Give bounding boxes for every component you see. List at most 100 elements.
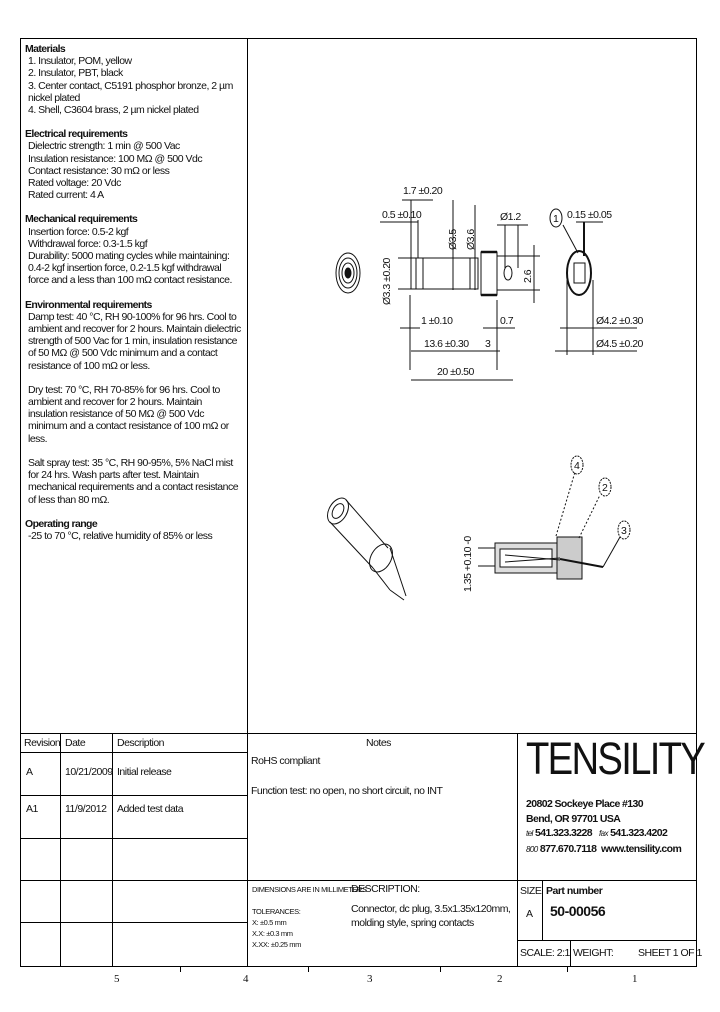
callout-2: 2 [598, 477, 612, 497]
revision-cell: A1 [26, 803, 38, 815]
dim-label: Ø4.5 ±0.20 [596, 338, 644, 350]
operating-section: Operating range -25 to 70 °C, relative h… [25, 518, 243, 542]
svg-text:1: 1 [553, 213, 559, 225]
website: www.tensility.com [600, 842, 682, 855]
size-value: A [526, 908, 533, 920]
divider [20, 880, 697, 881]
zone-tick [308, 967, 309, 972]
technical-drawing: 1 4 2 3 1.7 ±0.20 0.5 ±0.10 Ø3.5 Ø3.6 Ø1… [327, 185, 644, 601]
spec-line: 2. Insulator, PBT, black [28, 67, 123, 80]
isometric-view [327, 497, 407, 601]
date-header: Date [65, 737, 86, 749]
spec-line: Dry test: 70 °C, RH 70-85% for 96 hrs. C… [28, 383, 229, 445]
section-title: Operating range [25, 517, 98, 530]
notes-title: Notes [366, 737, 391, 749]
zone-tick [440, 967, 441, 972]
materials-section: Materials 1. Insulator, POM, yellow 2. I… [25, 43, 243, 116]
units-note: DIMENSIONS ARE IN MILLIMETERS [252, 885, 367, 894]
address-line: 20802 Sockeye Place #130 [526, 798, 644, 810]
description-line: molding style, spring contacts [351, 917, 474, 929]
svg-text:4: 4 [574, 460, 580, 472]
zone-label: 1 [632, 973, 638, 985]
side-view [380, 199, 540, 381]
company-logo: TENSILITY [526, 733, 706, 784]
part-number-label: Part number [546, 885, 603, 897]
tel-label: tel [526, 829, 533, 838]
dim-label: 1.35 +0.10 -0 [462, 536, 474, 592]
front-view [555, 221, 637, 355]
end-view [335, 252, 361, 294]
divider [20, 922, 247, 923]
section-title: Environmental requirements [25, 298, 152, 311]
electrical-section: Electrical requirements Dielectric stren… [25, 128, 243, 201]
spec-line: -25 to 70 °C, relative humidity of 85% o… [28, 529, 213, 542]
spec-line: Rated current: 4 A [28, 189, 104, 202]
fax-label: fax [598, 829, 608, 838]
dim-label: Ø4.2 ±0.30 [596, 315, 644, 327]
divider [20, 733, 697, 734]
spec-line: Contact resistance: 30 mΩ or less [28, 164, 170, 177]
date-cell: 10/21/2009 [65, 766, 113, 778]
specifications-panel: Materials 1. Insulator, POM, yellow 2. I… [25, 43, 243, 554]
dim-label: 3 [485, 338, 491, 350]
description-header: Description [117, 737, 165, 749]
divider [20, 795, 247, 796]
divider [20, 752, 247, 753]
tolerance-line: X: ±0.5 mm [252, 918, 287, 927]
dim-label: Ø3.3 ±0.20 [381, 257, 393, 305]
callout-3: 3 [617, 520, 631, 540]
description-title: DESCRIPTION: [351, 883, 420, 895]
address-line: Bend, OR 97701 USA [526, 812, 621, 825]
divider [517, 940, 697, 941]
scale: SCALE: 2:1 [520, 947, 570, 959]
dim-label: Ø3.5 [447, 229, 459, 250]
dim-label: 2.6 [522, 269, 534, 283]
spec-line: Rated voltage: 20 Vdc [28, 177, 121, 190]
tel: 541.323.3228 [534, 827, 593, 839]
divider [60, 733, 61, 967]
spec-line: Durability: 5000 mating cycles while mai… [28, 250, 232, 287]
note-line: RoHS compliant [251, 755, 320, 767]
spec-line: 3. Center contact, C5191 phosphor bronze… [28, 79, 233, 104]
spec-line: Insertion force: 0.5-2 kgf [28, 225, 129, 238]
spec-line: Insulation resistance: 100 MΩ @ 500 Vdc [28, 152, 203, 165]
spec-line: 1. Insulator, POM, yellow [28, 55, 132, 68]
date-cell: 11/9/2012 [65, 803, 107, 815]
sheet: SHEET 1 OF 1 [638, 947, 702, 959]
zone-label: 4 [243, 973, 249, 985]
drawing-frame [20, 38, 697, 967]
zone-label: 2 [497, 973, 503, 985]
section-view [478, 471, 621, 580]
revision-cell: A [26, 766, 33, 778]
description-line: Connector, dc plug, 3.5x1.35x120mm, [351, 903, 511, 915]
note-line: Function test: no open, no short circuit… [251, 785, 443, 797]
spec-line: Withdrawal force: 0.3-1.5 kgf [28, 237, 148, 250]
environmental-section: Environmental requirements Damp test: 40… [25, 299, 243, 506]
divider [517, 733, 518, 967]
dim-label: 0.15 ±0.05 [567, 209, 612, 221]
spec-line: Damp test: 40 °C, RH 90-100% for 96 hrs.… [28, 310, 241, 372]
dim-label: 1.7 ±0.20 [403, 185, 443, 197]
section-title: Mechanical requirements [25, 213, 138, 226]
fax: 541.323.4202 [610, 827, 668, 839]
spec-line: Dielectric strength: 1 min @ 500 Vac [28, 140, 180, 153]
divider [570, 940, 571, 967]
part-number: 50-00056 [550, 903, 606, 919]
divider [542, 880, 543, 940]
description-cell: Added test data [117, 803, 184, 815]
description-cell: Initial release [117, 766, 172, 778]
callout-4: 4 [570, 455, 584, 475]
spec-line: 4. Shell, C3604 brass, 2 µm nickel plate… [28, 104, 199, 117]
company-address: 20802 Sockeye Place #130 Bend, OR 97701 … [526, 797, 682, 858]
weight: WEIGHT: [573, 947, 614, 959]
dim-label: 1 ±0.10 [421, 315, 453, 327]
dim-label: 0.7 [500, 315, 514, 327]
tolerances-title: TOLERANCES: [252, 907, 301, 916]
phone-line: tel 541.323.3228 fax 541.323.4202 [526, 826, 681, 842]
size-label: SIZE [520, 885, 542, 897]
dim-label: 13.6 ±0.30 [424, 338, 469, 350]
dim-label: Ø3.6 [465, 229, 477, 250]
contact-line: 800 877.670.7118 www.tensility.com [526, 842, 682, 858]
divider [247, 733, 248, 967]
dim-label: Ø1.2 [500, 211, 521, 223]
